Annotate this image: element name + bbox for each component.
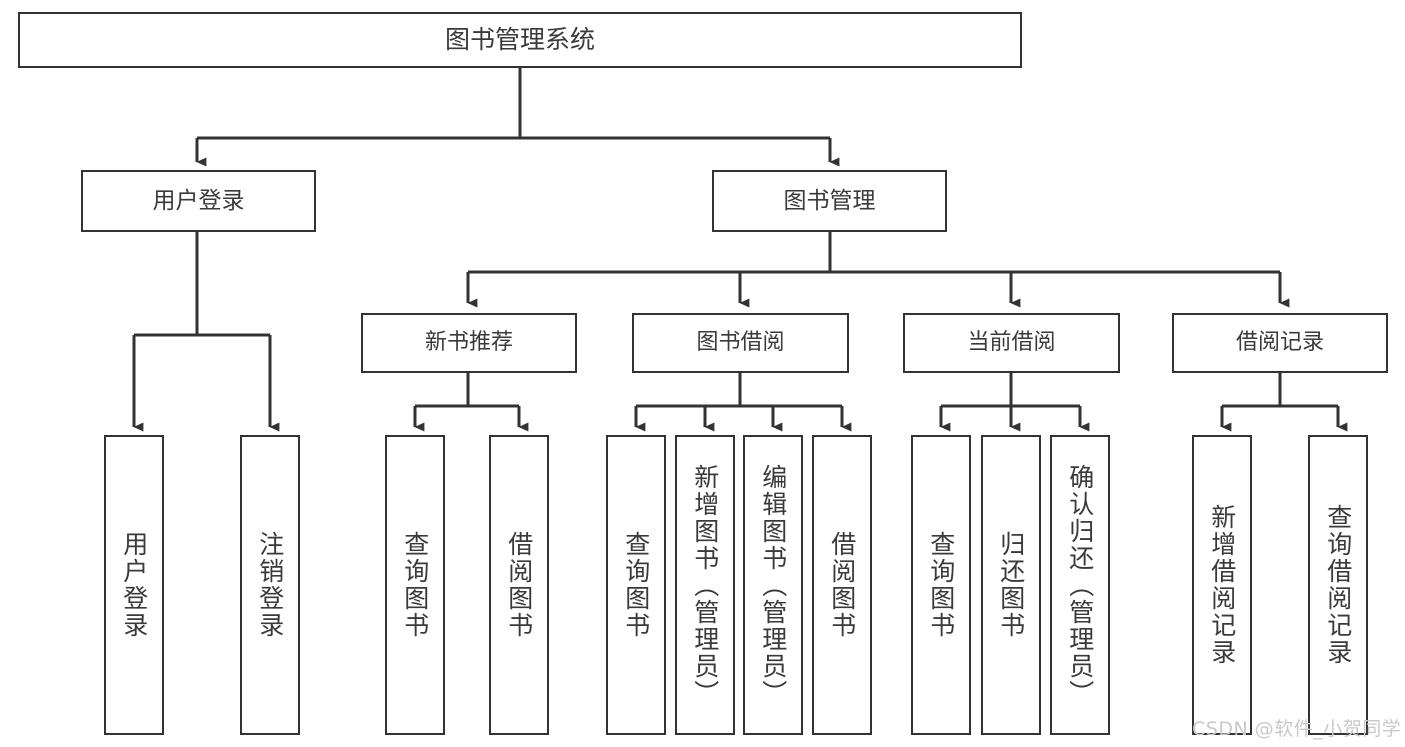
node-leaf-query-record-label: 查询借阅记录 (1323, 504, 1353, 666)
node-leaf-logout-login-label: 注销登录 (255, 531, 285, 639)
node-new-book-recommend-label: 新书推荐 (424, 330, 513, 356)
node-leaf-borrow-book-1-label: 借阅图书 (504, 531, 534, 639)
node-leaf-query-book-1-label: 查询图书 (400, 531, 430, 639)
node-leaf-edit-book-label: 编辑图书（管理员） (758, 463, 788, 707)
node-leaf-return-book[interactable]: 归还图书 (981, 435, 1041, 735)
node-borrow-record[interactable]: 借阅记录 (1172, 313, 1388, 373)
node-book-manage-label: 图书管理 (783, 187, 876, 214)
node-leaf-query-book-3-label: 查询图书 (926, 531, 956, 639)
node-leaf-query-book-2[interactable]: 查询图书 (606, 435, 666, 735)
node-leaf-user-login[interactable]: 用户登录 (104, 435, 164, 735)
node-leaf-query-record[interactable]: 查询借阅记录 (1308, 435, 1368, 735)
node-root-label: 图书管理系统 (444, 24, 595, 54)
node-leaf-confirm-return-label: 确认归还（管理员） (1065, 463, 1095, 707)
node-book-manage[interactable]: 图书管理 (712, 170, 947, 232)
node-leaf-edit-book[interactable]: 编辑图书（管理员） (743, 435, 803, 735)
node-current-borrow[interactable]: 当前借阅 (903, 313, 1120, 373)
node-leaf-query-book-2-label: 查询图书 (621, 531, 651, 639)
node-user-login[interactable]: 用户登录 (81, 170, 316, 232)
node-borrow-record-label: 借阅记录 (1235, 330, 1324, 356)
node-leaf-add-book[interactable]: 新增图书（管理员） (675, 435, 735, 735)
node-leaf-return-book-label: 归还图书 (996, 531, 1026, 639)
node-leaf-borrow-book-2-label: 借阅图书 (827, 531, 857, 639)
node-current-borrow-label: 当前借阅 (967, 330, 1056, 356)
node-leaf-add-record[interactable]: 新增借阅记录 (1192, 435, 1252, 735)
node-leaf-query-book-1[interactable]: 查询图书 (385, 435, 445, 735)
node-leaf-query-book-3[interactable]: 查询图书 (911, 435, 971, 735)
node-leaf-user-login-label: 用户登录 (119, 531, 149, 639)
node-new-book-recommend[interactable]: 新书推荐 (361, 313, 577, 373)
node-root[interactable]: 图书管理系统 (18, 12, 1022, 68)
node-leaf-borrow-book-1[interactable]: 借阅图书 (489, 435, 549, 735)
node-leaf-add-book-label: 新增图书（管理员） (690, 463, 720, 707)
node-leaf-confirm-return[interactable]: 确认归还（管理员） (1050, 435, 1110, 735)
node-leaf-borrow-book-2[interactable]: 借阅图书 (812, 435, 872, 735)
node-leaf-logout-login[interactable]: 注销登录 (240, 435, 300, 735)
node-user-login-label: 用户登录 (152, 187, 245, 214)
node-book-borrow[interactable]: 图书借阅 (632, 313, 849, 373)
node-book-borrow-label: 图书借阅 (696, 330, 785, 356)
node-leaf-add-record-label: 新增借阅记录 (1207, 504, 1237, 666)
